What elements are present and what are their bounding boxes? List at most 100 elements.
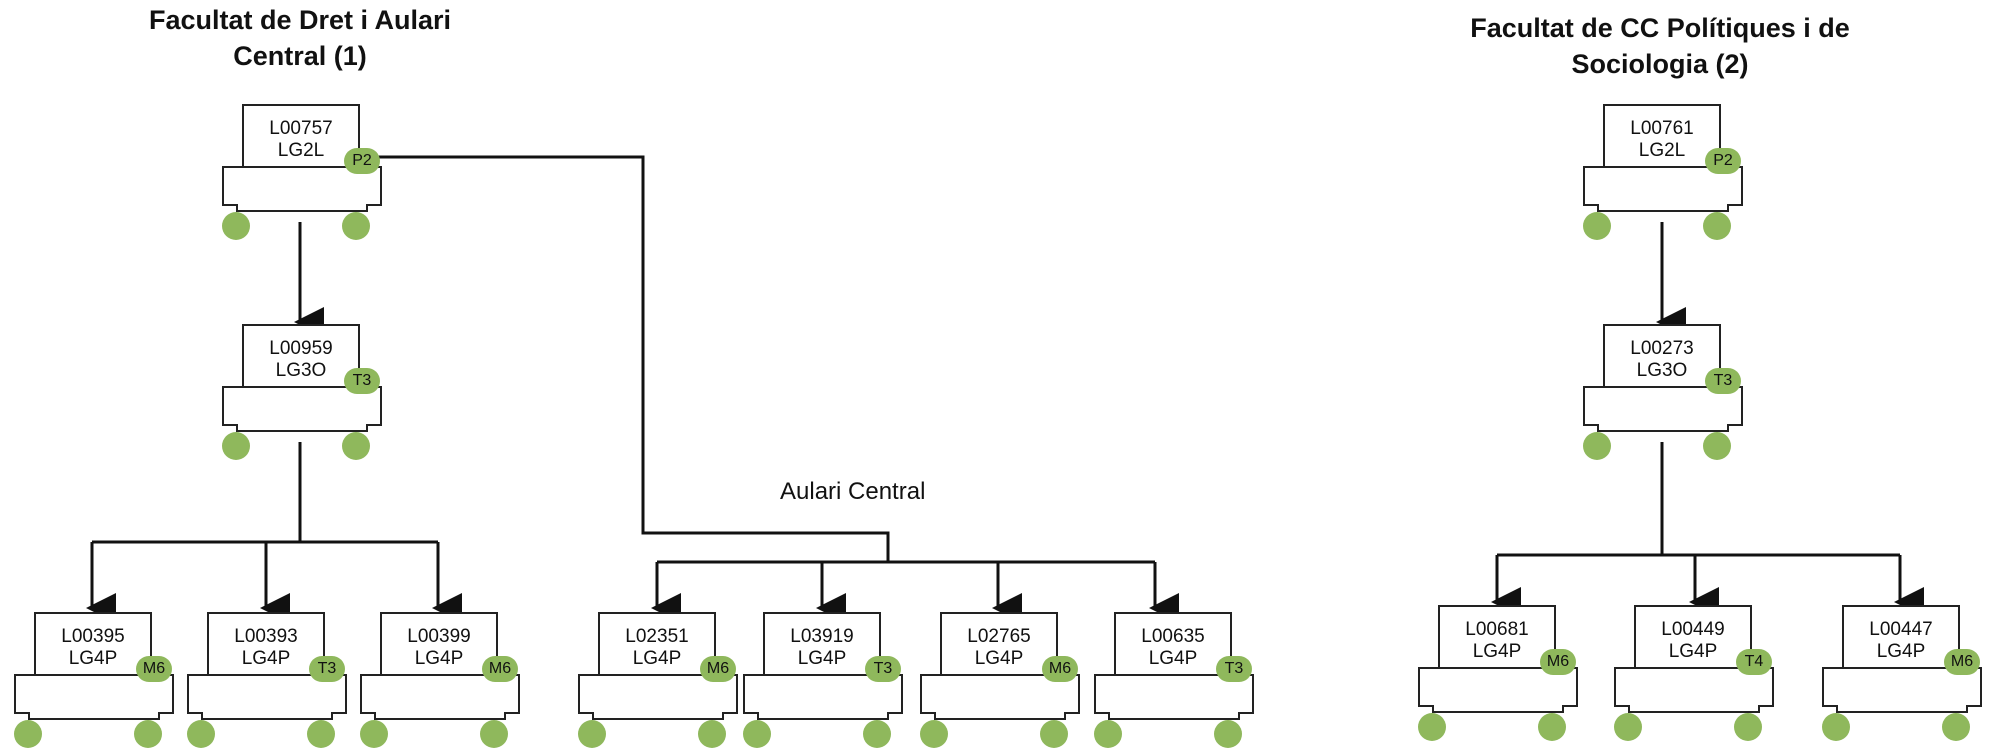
switch-id: L00273 xyxy=(1630,338,1694,359)
switch-id: L02351 xyxy=(625,626,689,647)
foot-dot xyxy=(863,720,891,748)
switch-id: L00395 xyxy=(61,626,125,647)
switch-label-box: L03919 LG4P xyxy=(763,612,881,676)
foot-dot xyxy=(578,720,606,748)
switch-node: L00959 LG3O T3 xyxy=(222,324,382,460)
foot-dot xyxy=(1942,713,1970,741)
title-facultat-cc-politiques: Facultat de CC Polítiques i de Sociologi… xyxy=(1470,13,1850,79)
switch-id: L00393 xyxy=(234,626,298,647)
switch-id: L00959 xyxy=(269,338,333,359)
switch-label-box: L00681 LG4P xyxy=(1438,605,1556,669)
switch-label-box: L00757 LG2L xyxy=(242,104,360,168)
foot-dot xyxy=(1734,713,1762,741)
port-badge: M6 xyxy=(1944,649,1980,675)
switch-type: LG4P xyxy=(241,648,291,669)
foot-dot xyxy=(1094,720,1122,748)
switch-id: L00635 xyxy=(1141,626,1205,647)
foot-dot xyxy=(1418,713,1446,741)
foot-dot xyxy=(1614,713,1642,741)
switch-type: LG2L xyxy=(1638,140,1686,161)
port-badge: P2 xyxy=(1705,148,1741,174)
switch-type: LG2L xyxy=(277,140,325,161)
port-badge: T4 xyxy=(1736,649,1772,675)
switch-id: L00447 xyxy=(1869,619,1933,640)
switch-label-box: L00959 LG3O xyxy=(242,324,360,388)
switch-type: LG3O xyxy=(1636,360,1688,381)
port-badge: M6 xyxy=(136,656,172,682)
port-badge: M6 xyxy=(1042,656,1078,682)
foot-dot xyxy=(222,212,250,240)
switch-node: L00393 LG4P T3 xyxy=(187,612,347,748)
switch-label-box: L00635 LG4P xyxy=(1114,612,1232,676)
port-badge: T3 xyxy=(1705,368,1741,394)
switch-node: L00273 LG3O T3 xyxy=(1583,324,1743,460)
switch-type: LG4P xyxy=(1472,641,1522,662)
switch-node: L00681 LG4P M6 xyxy=(1418,605,1578,741)
port-badge: P2 xyxy=(344,148,380,174)
switch-label-box: L00273 LG3O xyxy=(1603,324,1721,388)
foot-dot xyxy=(1583,432,1611,460)
switch-node: L02351 LG4P M6 xyxy=(578,612,738,748)
foot-dot xyxy=(920,720,948,748)
switch-label-box: L02351 LG4P xyxy=(598,612,716,676)
switch-node: L00635 LG4P T3 xyxy=(1094,612,1254,748)
switch-id: L00761 xyxy=(1630,118,1694,139)
switch-node: L00757 LG2L P2 xyxy=(222,104,382,240)
switch-id: L00757 xyxy=(269,118,333,139)
switch-node: L00761 LG2L P2 xyxy=(1583,104,1743,240)
switch-id: L02765 xyxy=(967,626,1031,647)
port-badge: T3 xyxy=(1216,656,1252,682)
switch-label-box: L00761 LG2L xyxy=(1603,104,1721,168)
switch-node: L00449 LG4P T4 xyxy=(1614,605,1774,741)
foot-dot xyxy=(698,720,726,748)
switch-type: LG4P xyxy=(797,648,847,669)
foot-dot xyxy=(307,720,335,748)
switch-node: L00395 LG4P M6 xyxy=(14,612,174,748)
line-757-to-aulari xyxy=(378,155,890,562)
title-facultat-dret: Facultat de Dret i Aulari Central (1) xyxy=(148,5,452,71)
switch-type: LG4P xyxy=(414,648,464,669)
switch-id: L00681 xyxy=(1465,619,1529,640)
switch-node: L02765 LG4P M6 xyxy=(920,612,1080,748)
port-badge: M6 xyxy=(700,656,736,682)
switch-type: LG4P xyxy=(974,648,1024,669)
switch-node: L03919 LG4P T3 xyxy=(743,612,903,748)
switch-label-box: L00447 LG4P xyxy=(1842,605,1960,669)
foot-dot xyxy=(1583,212,1611,240)
switch-label-box: L02765 LG4P xyxy=(940,612,1058,676)
port-badge: T3 xyxy=(344,368,380,394)
port-badge: M6 xyxy=(1540,649,1576,675)
label-aulari-central: Aulari Central xyxy=(780,478,926,505)
foot-dot xyxy=(1538,713,1566,741)
switch-label-box: L00393 LG4P xyxy=(207,612,325,676)
switch-type: LG4P xyxy=(1668,641,1718,662)
switch-label-box: L00395 LG4P xyxy=(34,612,152,676)
switch-type: LG4P xyxy=(632,648,682,669)
foot-dot xyxy=(1040,720,1068,748)
switch-node: L00447 LG4P M6 xyxy=(1822,605,1982,741)
foot-dot xyxy=(187,720,215,748)
port-badge: T3 xyxy=(865,656,901,682)
foot-dot xyxy=(480,720,508,748)
switch-label-box: L00399 LG4P xyxy=(380,612,498,676)
switch-chassis xyxy=(360,674,520,720)
foot-dot xyxy=(360,720,388,748)
foot-dot xyxy=(1822,713,1850,741)
foot-dot xyxy=(1703,212,1731,240)
foot-dot xyxy=(342,212,370,240)
switch-chassis xyxy=(222,166,382,212)
switch-id: L00399 xyxy=(407,626,471,647)
switch-type: LG4P xyxy=(1148,648,1198,669)
switch-type: LG3O xyxy=(275,360,327,381)
port-badge: T3 xyxy=(309,656,345,682)
switch-type: LG4P xyxy=(1876,641,1926,662)
foot-dot xyxy=(1214,720,1242,748)
switch-node: L00399 LG4P M6 xyxy=(360,612,520,748)
switch-id: L03919 xyxy=(790,626,854,647)
foot-dot xyxy=(743,720,771,748)
foot-dot xyxy=(14,720,42,748)
port-badge: M6 xyxy=(482,656,518,682)
foot-dot xyxy=(1703,432,1731,460)
